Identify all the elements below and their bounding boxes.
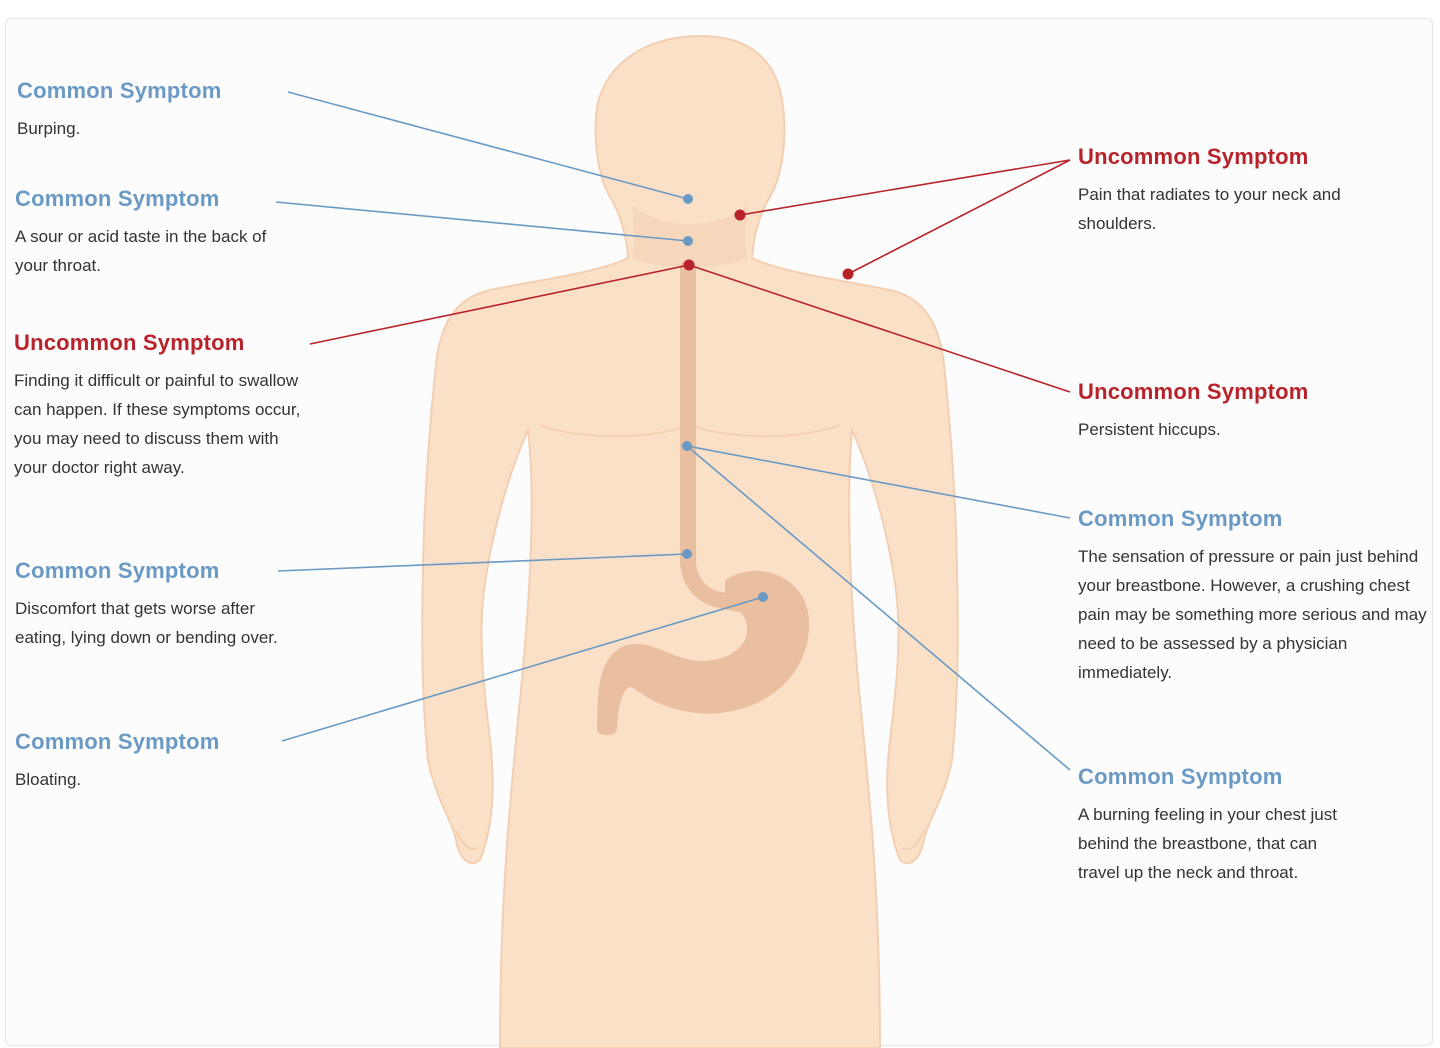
- callout-description: The sensation of pressure or pain just b…: [1078, 547, 1427, 682]
- hand-left-contour: [455, 829, 479, 850]
- leader-sour-taste: [275, 201, 689, 242]
- callout-discomfort: Common Symptom Discomfort that gets wors…: [15, 558, 293, 652]
- callout-burping: Common Symptom Burping.: [17, 78, 287, 143]
- callout-title: Common Symptom: [15, 729, 220, 754]
- callout-title: Common Symptom: [15, 558, 220, 583]
- marker-throat-upper[interactable]: [683, 194, 693, 204]
- callout-hiccups: Uncommon Symptom Persistent hiccups.: [1078, 379, 1368, 444]
- leader-bloating: [281, 596, 764, 742]
- marker-throat-lower[interactable]: [683, 236, 693, 246]
- callout-description: Burping.: [17, 119, 81, 138]
- callout-description: A burning feeling in your chest just beh…: [1078, 805, 1337, 882]
- leader-swallow: [309, 264, 690, 345]
- leader-lines: [275, 91, 1071, 771]
- callout-burning: Common Symptom A burning feeling in your…: [1078, 764, 1363, 887]
- callout-description: Finding it difficult or painful to swall…: [14, 371, 301, 477]
- digestive-tract: [597, 260, 810, 735]
- marker-breastbone[interactable]: [682, 441, 692, 451]
- hand-right-contour: [901, 829, 925, 850]
- leader-radiating-neck: [739, 159, 1071, 216]
- callout-description: Persistent hiccups.: [1078, 420, 1221, 439]
- callout-description: Discomfort that gets worse after eating,…: [15, 599, 278, 647]
- callout-title: Common Symptom: [15, 186, 220, 211]
- marker-neck[interactable]: [734, 209, 746, 221]
- leader-discomfort: [277, 553, 688, 572]
- esophagus: [680, 260, 748, 612]
- callout-description: Pain that radiates to your neck and shou…: [1078, 185, 1341, 233]
- callout-swallow: Uncommon Symptom Finding it difficult or…: [14, 330, 306, 482]
- symptom-markers: [682, 194, 854, 602]
- callout-description: A sour or acid taste in the back of your…: [15, 227, 267, 275]
- callout-title: Uncommon Symptom: [1078, 144, 1309, 169]
- callout-title: Uncommon Symptom: [14, 330, 245, 355]
- leader-radiating-shoulder: [847, 159, 1071, 275]
- neck-shadow: [632, 205, 748, 267]
- marker-stomach[interactable]: [758, 592, 768, 602]
- leader-hiccups: [688, 264, 1071, 393]
- leader-pressure: [686, 445, 1071, 519]
- callout-title: Uncommon Symptom: [1078, 379, 1309, 404]
- marker-shoulder[interactable]: [842, 268, 854, 280]
- callout-bloating: Common Symptom Bloating.: [15, 729, 285, 794]
- leader-burping: [287, 91, 689, 200]
- callout-description: Bloating.: [15, 770, 82, 789]
- callout-pressure: Common Symptom The sensation of pressure…: [1078, 506, 1430, 687]
- marker-lower-esophagus[interactable]: [682, 549, 692, 559]
- stomach: [597, 570, 810, 735]
- callout-radiating-pain: Uncommon Symptom Pain that radiates to y…: [1078, 144, 1368, 238]
- callout-title: Common Symptom: [1078, 506, 1283, 531]
- leader-burning: [686, 445, 1071, 771]
- callout-title: Common Symptom: [17, 78, 222, 103]
- callout-sour-taste: Common Symptom A sour or acid taste in t…: [15, 186, 283, 280]
- callout-title: Common Symptom: [1078, 764, 1283, 789]
- marker-collarbone[interactable]: [683, 259, 695, 271]
